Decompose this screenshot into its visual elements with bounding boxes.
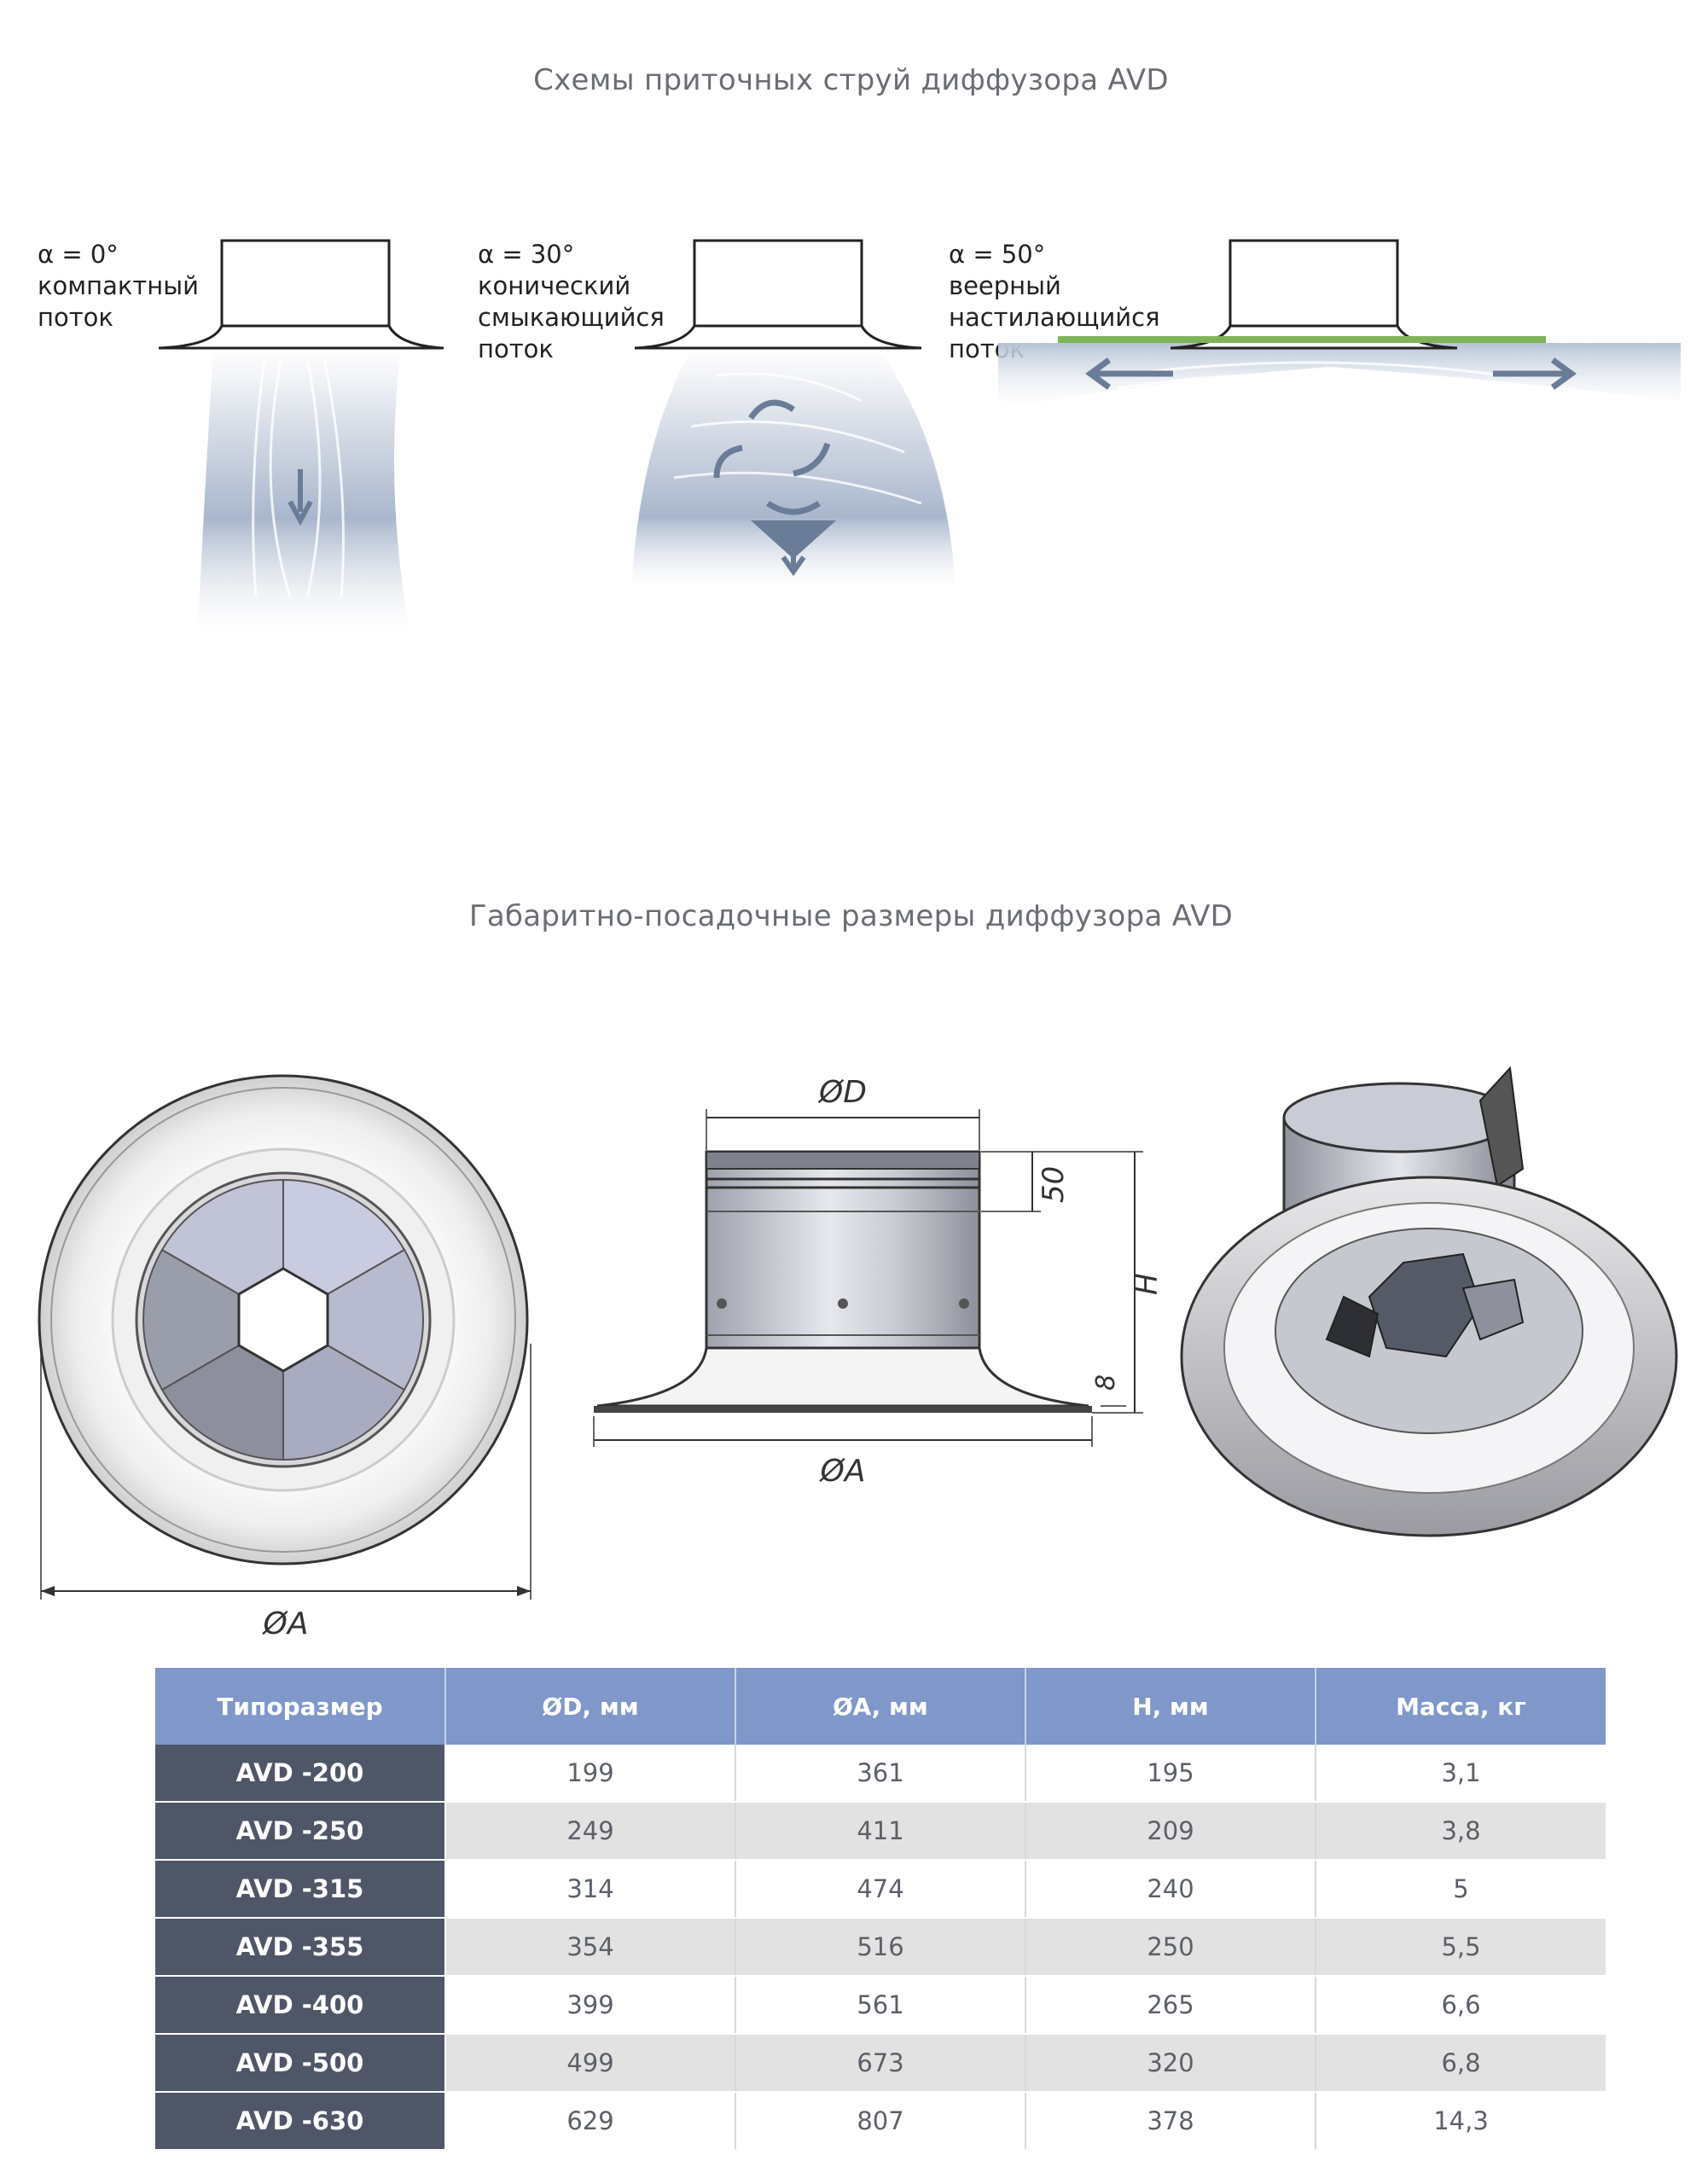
cell-a: 807 — [735, 2092, 1026, 2151]
col-header-d: ØD, мм — [445, 1668, 736, 1745]
cell-model: AVD -315 — [155, 1860, 446, 1919]
col-header-mass: Масса, кг — [1316, 1668, 1606, 1745]
cell-mass: 3,1 — [1316, 1745, 1606, 1803]
cell-d: 629 — [445, 2092, 736, 2151]
side-view-drawing: ØD ØA 50 H 8 — [593, 1075, 1160, 1489]
scheme-angle: α = 30° — [478, 240, 575, 269]
cell-a: 361 — [735, 1745, 1026, 1803]
table-row: AVD -400 399 561 265 6,6 — [155, 1976, 1606, 2035]
cell-d: 399 — [445, 1976, 736, 2035]
cell-a: 673 — [735, 2034, 1026, 2093]
cell-h: 195 — [1025, 1745, 1316, 1803]
table-row: AVD -630 629 807 378 14,3 — [155, 2092, 1606, 2151]
cell-d: 249 — [445, 1802, 736, 1861]
scheme-angle: α = 0° — [38, 240, 119, 269]
table-header-row: Типоразмер ØD, мм ØA, мм H, мм Масса, кг — [155, 1668, 1606, 1745]
table-row: AVD -200 199 361 195 3,1 — [155, 1745, 1606, 1803]
cell-model: AVD -200 — [155, 1745, 446, 1803]
cell-d: 199 — [445, 1745, 736, 1803]
table-row: AVD -355 354 516 250 5,5 — [155, 1918, 1606, 1977]
front-dim-A: ØA — [262, 1606, 309, 1641]
cell-mass: 5 — [1316, 1860, 1606, 1919]
scheme-label-fan: α = 50° веерный настилающийся поток — [949, 240, 1160, 363]
cell-a: 516 — [735, 1918, 1026, 1977]
cell-model: AVD -500 — [155, 2034, 446, 2093]
side-dim-D: ØD — [817, 1075, 867, 1110]
compact-jet-icon — [158, 239, 444, 631]
cell-model: AVD -355 — [155, 1918, 446, 1977]
cell-h: 250 — [1025, 1918, 1316, 1977]
cell-model: AVD -400 — [155, 1976, 446, 2035]
cell-d: 499 — [445, 2034, 736, 2093]
cell-h: 209 — [1025, 1802, 1316, 1861]
cell-mass: 6,6 — [1316, 1976, 1606, 2035]
table-row: AVD -250 249 411 209 3,8 — [155, 1802, 1606, 1861]
scheme-label-compact: α = 0° компактный поток — [38, 240, 199, 332]
side-dim-A: ØA — [819, 1454, 866, 1489]
section-title-dimensions: Габаритно-посадочные размеры диффузора A… — [468, 899, 1234, 933]
table-row: AVD -315 314 474 240 5 — [155, 1860, 1606, 1919]
cell-a: 561 — [735, 1976, 1026, 2035]
cell-h: 265 — [1025, 1976, 1316, 2035]
cell-h: 378 — [1025, 2092, 1316, 2151]
cell-mass: 3,8 — [1316, 1802, 1606, 1861]
cell-h: 320 — [1025, 2034, 1316, 2093]
cell-mass: 6,8 — [1316, 2034, 1606, 2093]
cell-h: 240 — [1025, 1860, 1316, 1919]
col-header-model: Типоразмер — [155, 1668, 446, 1745]
side-dim-8: 8 — [1091, 1374, 1121, 1391]
spec-table: Типоразмер ØD, мм ØA, мм H, мм Масса, кг… — [155, 1668, 1606, 2151]
side-dim-50: 50 — [1037, 1166, 1071, 1203]
fan-jet-icon — [998, 239, 1681, 410]
cell-model: AVD -250 — [155, 1802, 446, 1861]
cell-a: 411 — [735, 1802, 1026, 1861]
cell-d: 314 — [445, 1860, 736, 1919]
cell-mass: 5,5 — [1316, 1918, 1606, 1977]
cell-d: 354 — [445, 1918, 736, 1977]
cell-mass: 14,3 — [1316, 2092, 1606, 2151]
conical-jet-icon — [631, 239, 956, 589]
col-header-a: ØA, мм — [735, 1668, 1026, 1745]
scheme-angle: α = 50° — [949, 240, 1046, 269]
side-dim-H: H — [1130, 1273, 1160, 1295]
cell-model: AVD -630 — [155, 2092, 446, 2151]
perspective-view-drawing — [1180, 1066, 1678, 1537]
scheme-label-conical: α = 30° конический смыкающийся поток — [478, 240, 665, 363]
col-header-h: H, мм — [1025, 1668, 1316, 1745]
cell-a: 474 — [735, 1860, 1026, 1919]
table-row: AVD -500 499 673 320 6,8 — [155, 2034, 1606, 2093]
section-title-jets: Схемы приточных струй диффузора AVD — [533, 63, 1169, 97]
front-view-drawing: ØA — [38, 1074, 532, 1641]
